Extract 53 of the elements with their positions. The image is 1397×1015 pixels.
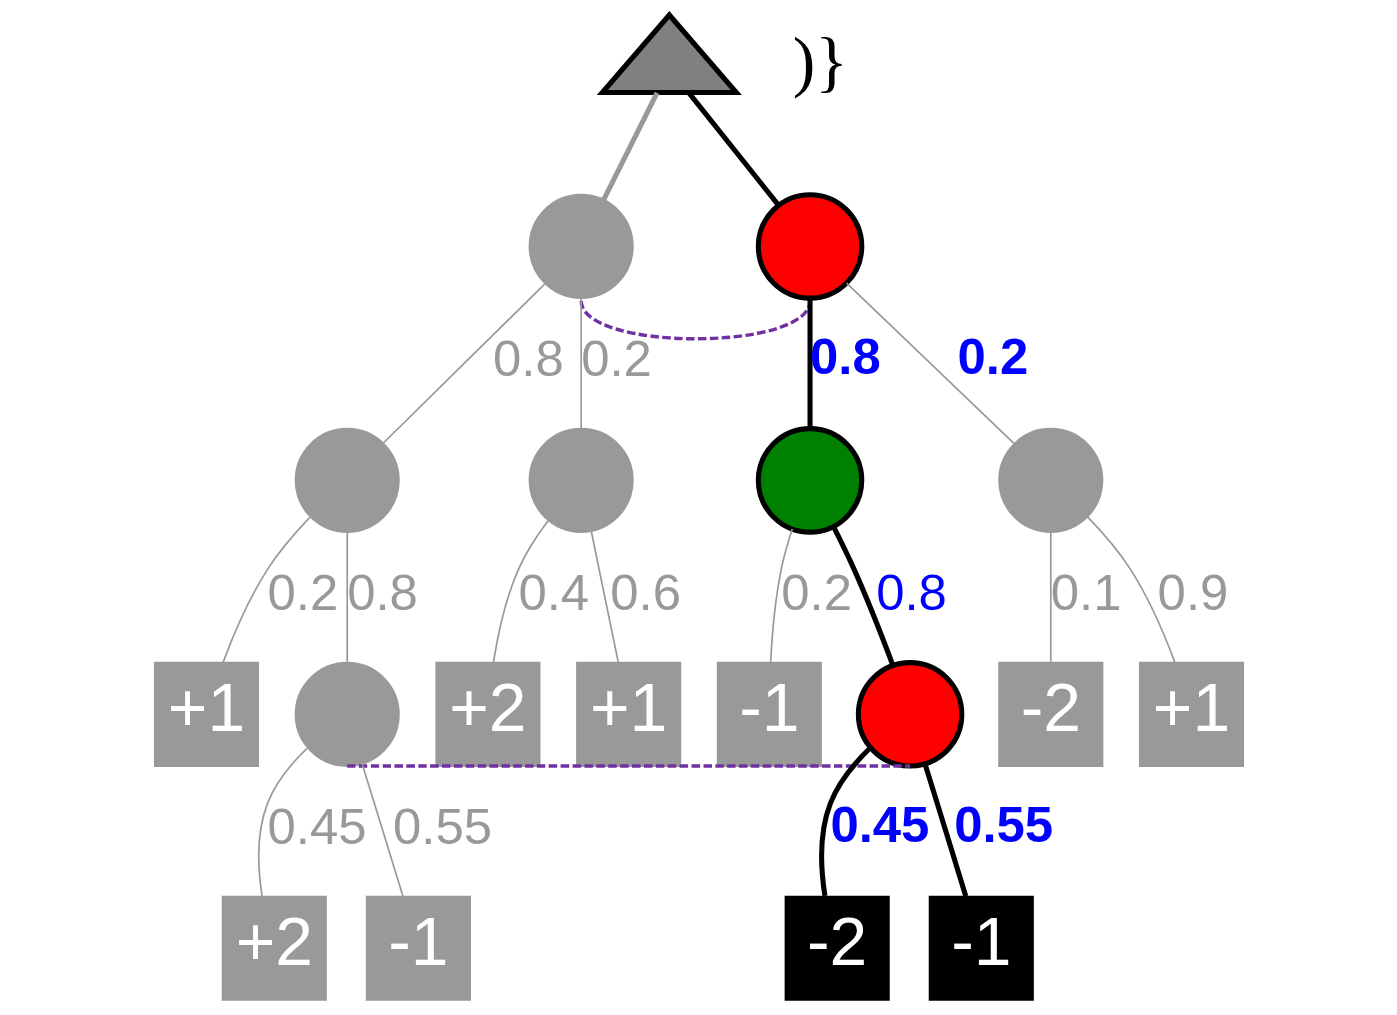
connector xyxy=(492,519,549,663)
node-box: -1 xyxy=(716,661,822,767)
node-box: +1 xyxy=(1138,661,1244,767)
edge-label: 0.8 xyxy=(492,330,564,388)
edge-label: 0.2 xyxy=(780,564,852,622)
node-box: -2 xyxy=(784,895,890,1001)
node-circle xyxy=(294,661,400,767)
node-box: +1 xyxy=(575,661,681,767)
edge-label: 0.1 xyxy=(1050,564,1121,622)
node-box: +2 xyxy=(434,661,540,767)
edge-label: 0.55 xyxy=(392,798,492,856)
edge-label: 0.55 xyxy=(953,796,1053,854)
edge-label: 0.2 xyxy=(957,328,1028,386)
connector xyxy=(807,298,813,428)
node-circle xyxy=(755,426,864,535)
node-triangle xyxy=(596,11,742,96)
connector xyxy=(590,530,619,664)
node-box: +1 xyxy=(153,661,259,767)
node-box: -2 xyxy=(997,661,1103,767)
edge-label: 0.2 xyxy=(267,564,338,622)
connector xyxy=(845,282,1015,445)
connector xyxy=(1049,531,1052,663)
node-circle xyxy=(755,192,864,301)
connector xyxy=(769,528,793,664)
node-box: -1 xyxy=(365,895,471,1001)
connector xyxy=(382,282,546,444)
connector xyxy=(922,763,968,897)
connector xyxy=(345,531,348,663)
edge-label: 0.45 xyxy=(829,796,929,854)
edge-label: 0.8 xyxy=(346,564,418,622)
label: )} xyxy=(792,23,848,99)
connector xyxy=(818,746,872,897)
node-circle xyxy=(528,427,634,533)
connector xyxy=(1086,516,1176,663)
edge-label: 0.2 xyxy=(580,330,652,388)
node-box: +2 xyxy=(221,895,327,1001)
connector xyxy=(579,297,582,429)
node-box: -1 xyxy=(928,895,1034,1001)
connector xyxy=(360,763,404,898)
connector xyxy=(221,516,311,663)
edge-label: 0.9 xyxy=(1157,564,1228,622)
edge-label: 0.4 xyxy=(517,564,589,622)
node-circle xyxy=(528,193,634,299)
node-circle xyxy=(997,427,1103,533)
edge-label: 0.6 xyxy=(609,564,681,622)
edge-label: 0.45 xyxy=(267,798,367,856)
connector xyxy=(601,91,659,201)
connector xyxy=(830,525,895,666)
connector xyxy=(257,747,308,897)
edge-label: 0.8 xyxy=(875,564,947,622)
connector xyxy=(346,764,910,768)
node-circle xyxy=(855,660,964,769)
node-circle xyxy=(294,427,400,533)
